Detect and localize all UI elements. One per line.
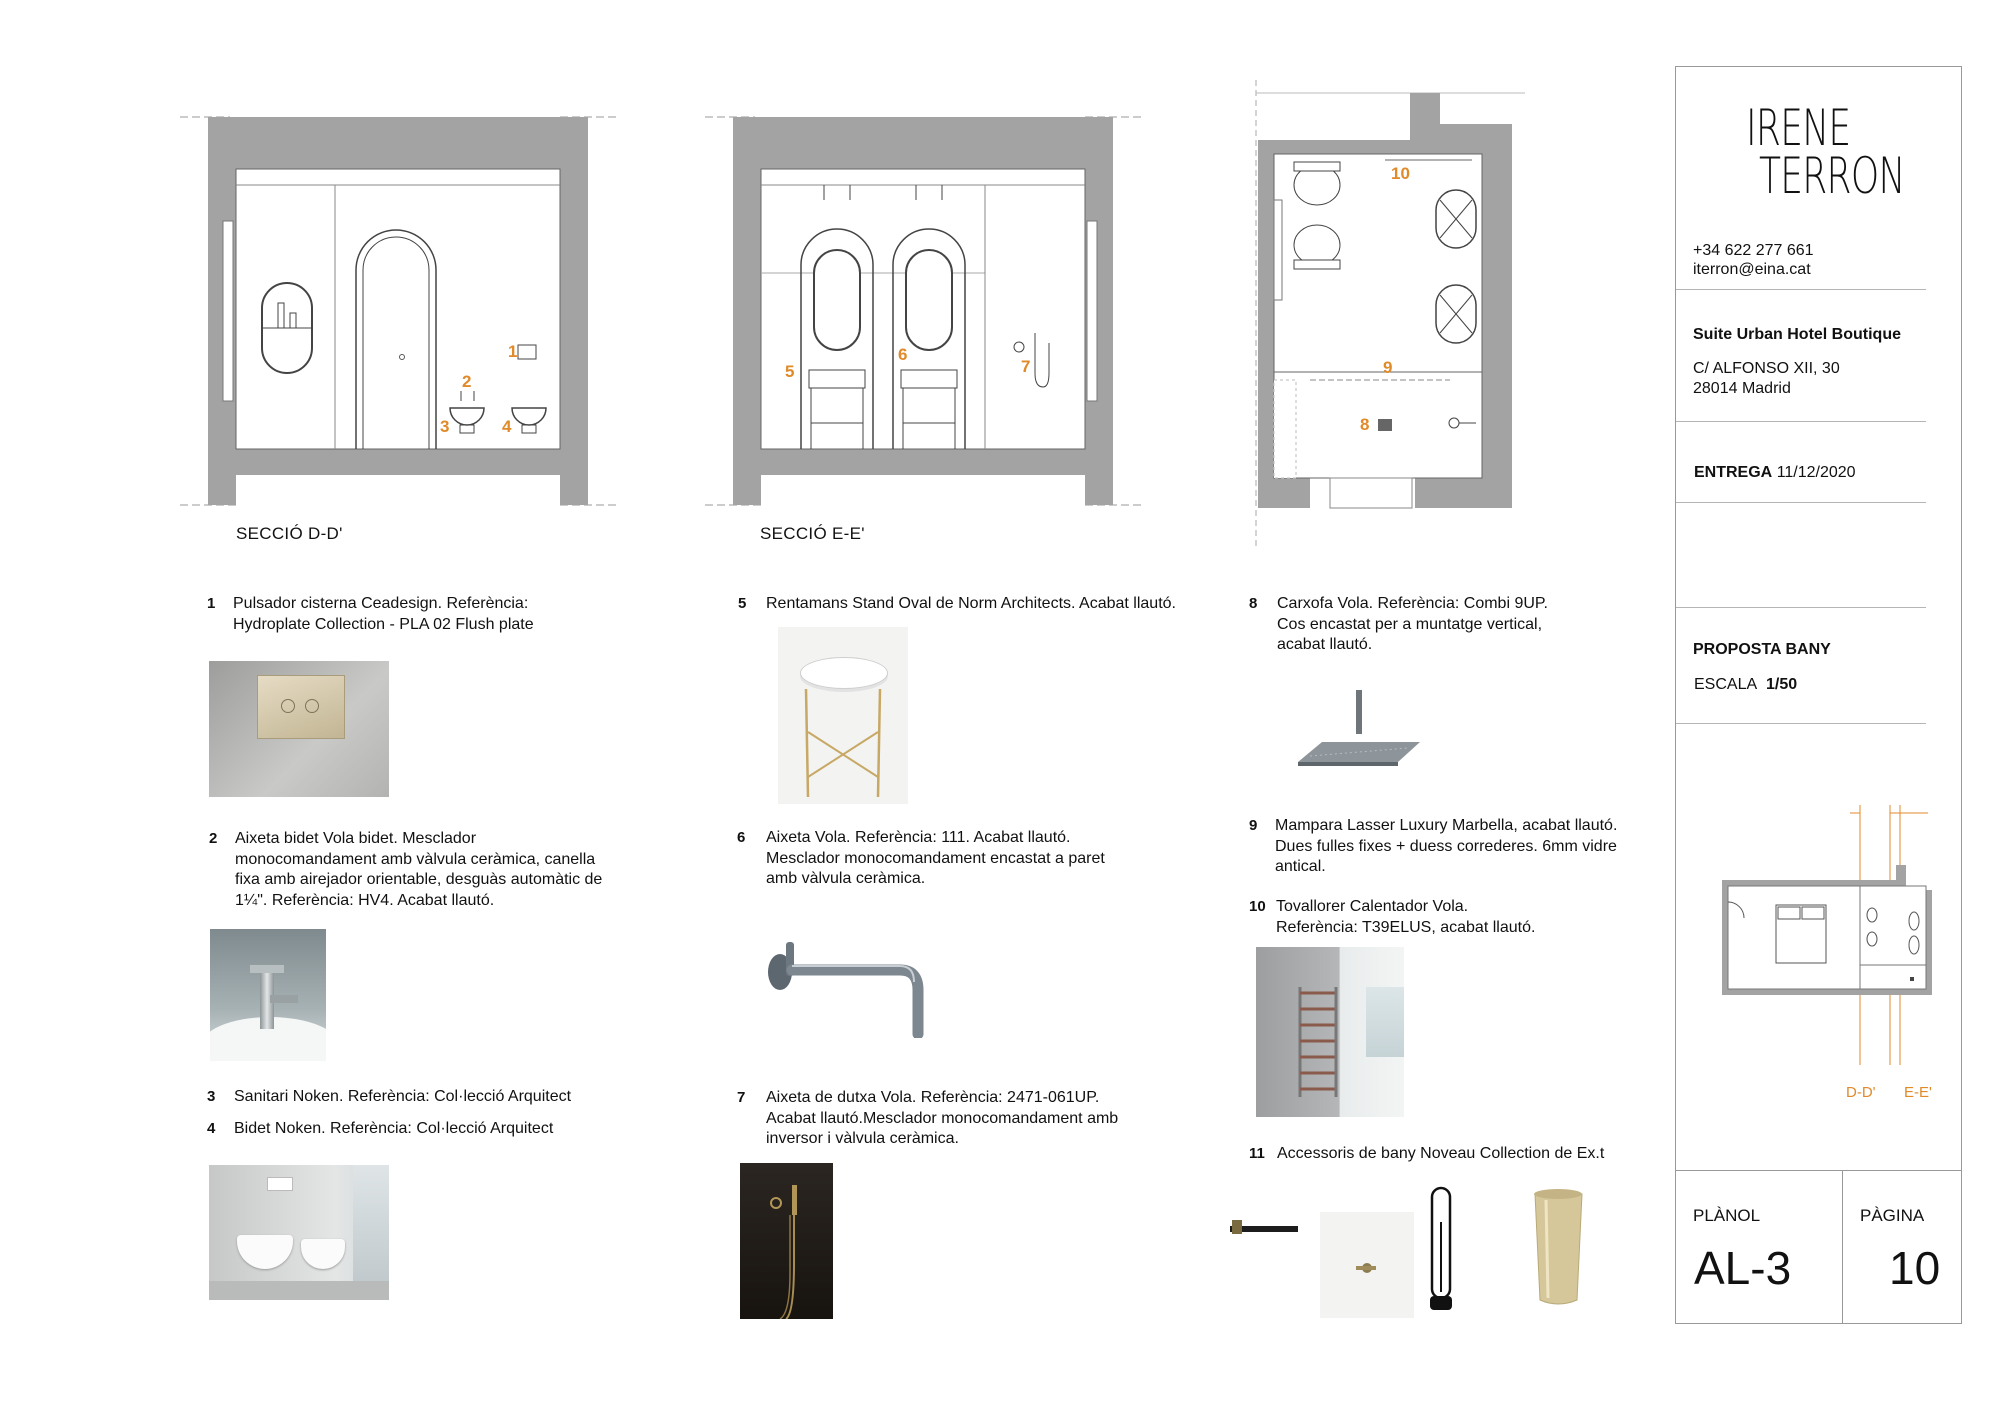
bathroom-plan-drawing bbox=[1255, 80, 1525, 550]
phone-number: +34 622 277 661 bbox=[1693, 242, 1814, 259]
shower-head-photo bbox=[1298, 690, 1420, 766]
marker-1: 1 bbox=[508, 342, 518, 361]
delivery-info: ENTREGA 11/12/2020 bbox=[1694, 464, 1856, 481]
marker-5: 5 bbox=[785, 362, 795, 381]
proposal-title: PROPOSTA BANY bbox=[1693, 641, 1831, 658]
marker-4: 4 bbox=[502, 417, 512, 436]
email-address: iterron@eina.cat bbox=[1693, 261, 1811, 278]
note-item-9: 9 Mampara Lasser Luxury Marbella, acabat… bbox=[1249, 817, 1618, 875]
note-item-6: 6 Aixeta Vola. Referència: 111. Acabat l… bbox=[737, 829, 1105, 887]
toilet-bidet-photo bbox=[209, 1165, 389, 1300]
section-ee-label: SECCIÓ E-E' bbox=[760, 524, 865, 543]
wall-tap-photo bbox=[768, 942, 924, 1038]
project-name: Suite Urban Hotel Boutique bbox=[1693, 326, 1901, 343]
address-line-2: 28014 Madrid bbox=[1693, 380, 1791, 397]
note-item-7: 7 Aixeta de dutxa Vola. Referència: 2471… bbox=[737, 1089, 1119, 1147]
marker-2: 2 bbox=[462, 372, 472, 391]
plan-label: PLÀNOL bbox=[1693, 1206, 1761, 1225]
marker-10: 10 bbox=[1391, 164, 1410, 183]
note-item-2: 2 Aixeta bidet Vola bidet. Mesclador mon… bbox=[209, 830, 603, 909]
section-dd-label: SECCIÓ D-D' bbox=[236, 524, 343, 543]
marker-7: 7 bbox=[1021, 357, 1031, 376]
key-label-ee: E-E' bbox=[1904, 1084, 1932, 1101]
key-label-dd: D-D' bbox=[1846, 1084, 1876, 1101]
studio-logo: IRENE TERRON bbox=[1746, 99, 1905, 205]
note-item-3: 3 Sanitari Noken. Referència: Col·lecció… bbox=[207, 1088, 572, 1105]
bath-accessories-photo bbox=[1230, 1186, 1583, 1318]
page-label: PÀGINA bbox=[1860, 1206, 1925, 1225]
flush-plate-photo bbox=[209, 661, 389, 797]
address-line-1: C/ ALFONSO XII, 30 bbox=[1693, 360, 1840, 377]
section-ee-drawing bbox=[705, 116, 1145, 506]
washbasin-photo bbox=[778, 627, 908, 804]
note-item-4: 4 Bidet Noken. Referència: Col·lecció Ar… bbox=[207, 1120, 554, 1137]
plan-number: AL-3 bbox=[1694, 1242, 1792, 1294]
note-item-8: 8 Carxofa Vola. Referència: Combi 9UP. C… bbox=[1249, 595, 1548, 653]
bidet-tap-photo bbox=[210, 929, 326, 1061]
towel-warmer-photo bbox=[1256, 947, 1404, 1117]
section-dd-drawing bbox=[180, 116, 620, 506]
scale-info: ESCALA 1/50 bbox=[1694, 676, 1798, 693]
note-item-1: 1 Pulsador cisterna Ceadesign. Referènci… bbox=[207, 595, 534, 633]
marker-6: 6 bbox=[898, 345, 908, 364]
marker-8: 8 bbox=[1360, 415, 1370, 434]
title-block bbox=[1675, 66, 1962, 1324]
note-item-10: 10 Tovallorer Calentador Vola. Referènci… bbox=[1249, 898, 1536, 936]
marker-3: 3 bbox=[440, 417, 450, 436]
note-item-11: 11 Accessoris de bany Noveau Collection … bbox=[1249, 1145, 1605, 1162]
key-plan-drawing bbox=[1722, 805, 1932, 1065]
note-item-5: 5 Rentamans Stand Oval de Norm Architect… bbox=[738, 595, 1176, 612]
page-number: 10 bbox=[1889, 1242, 1941, 1294]
marker-9: 9 bbox=[1383, 358, 1393, 377]
shower-mixer-photo bbox=[740, 1163, 833, 1319]
